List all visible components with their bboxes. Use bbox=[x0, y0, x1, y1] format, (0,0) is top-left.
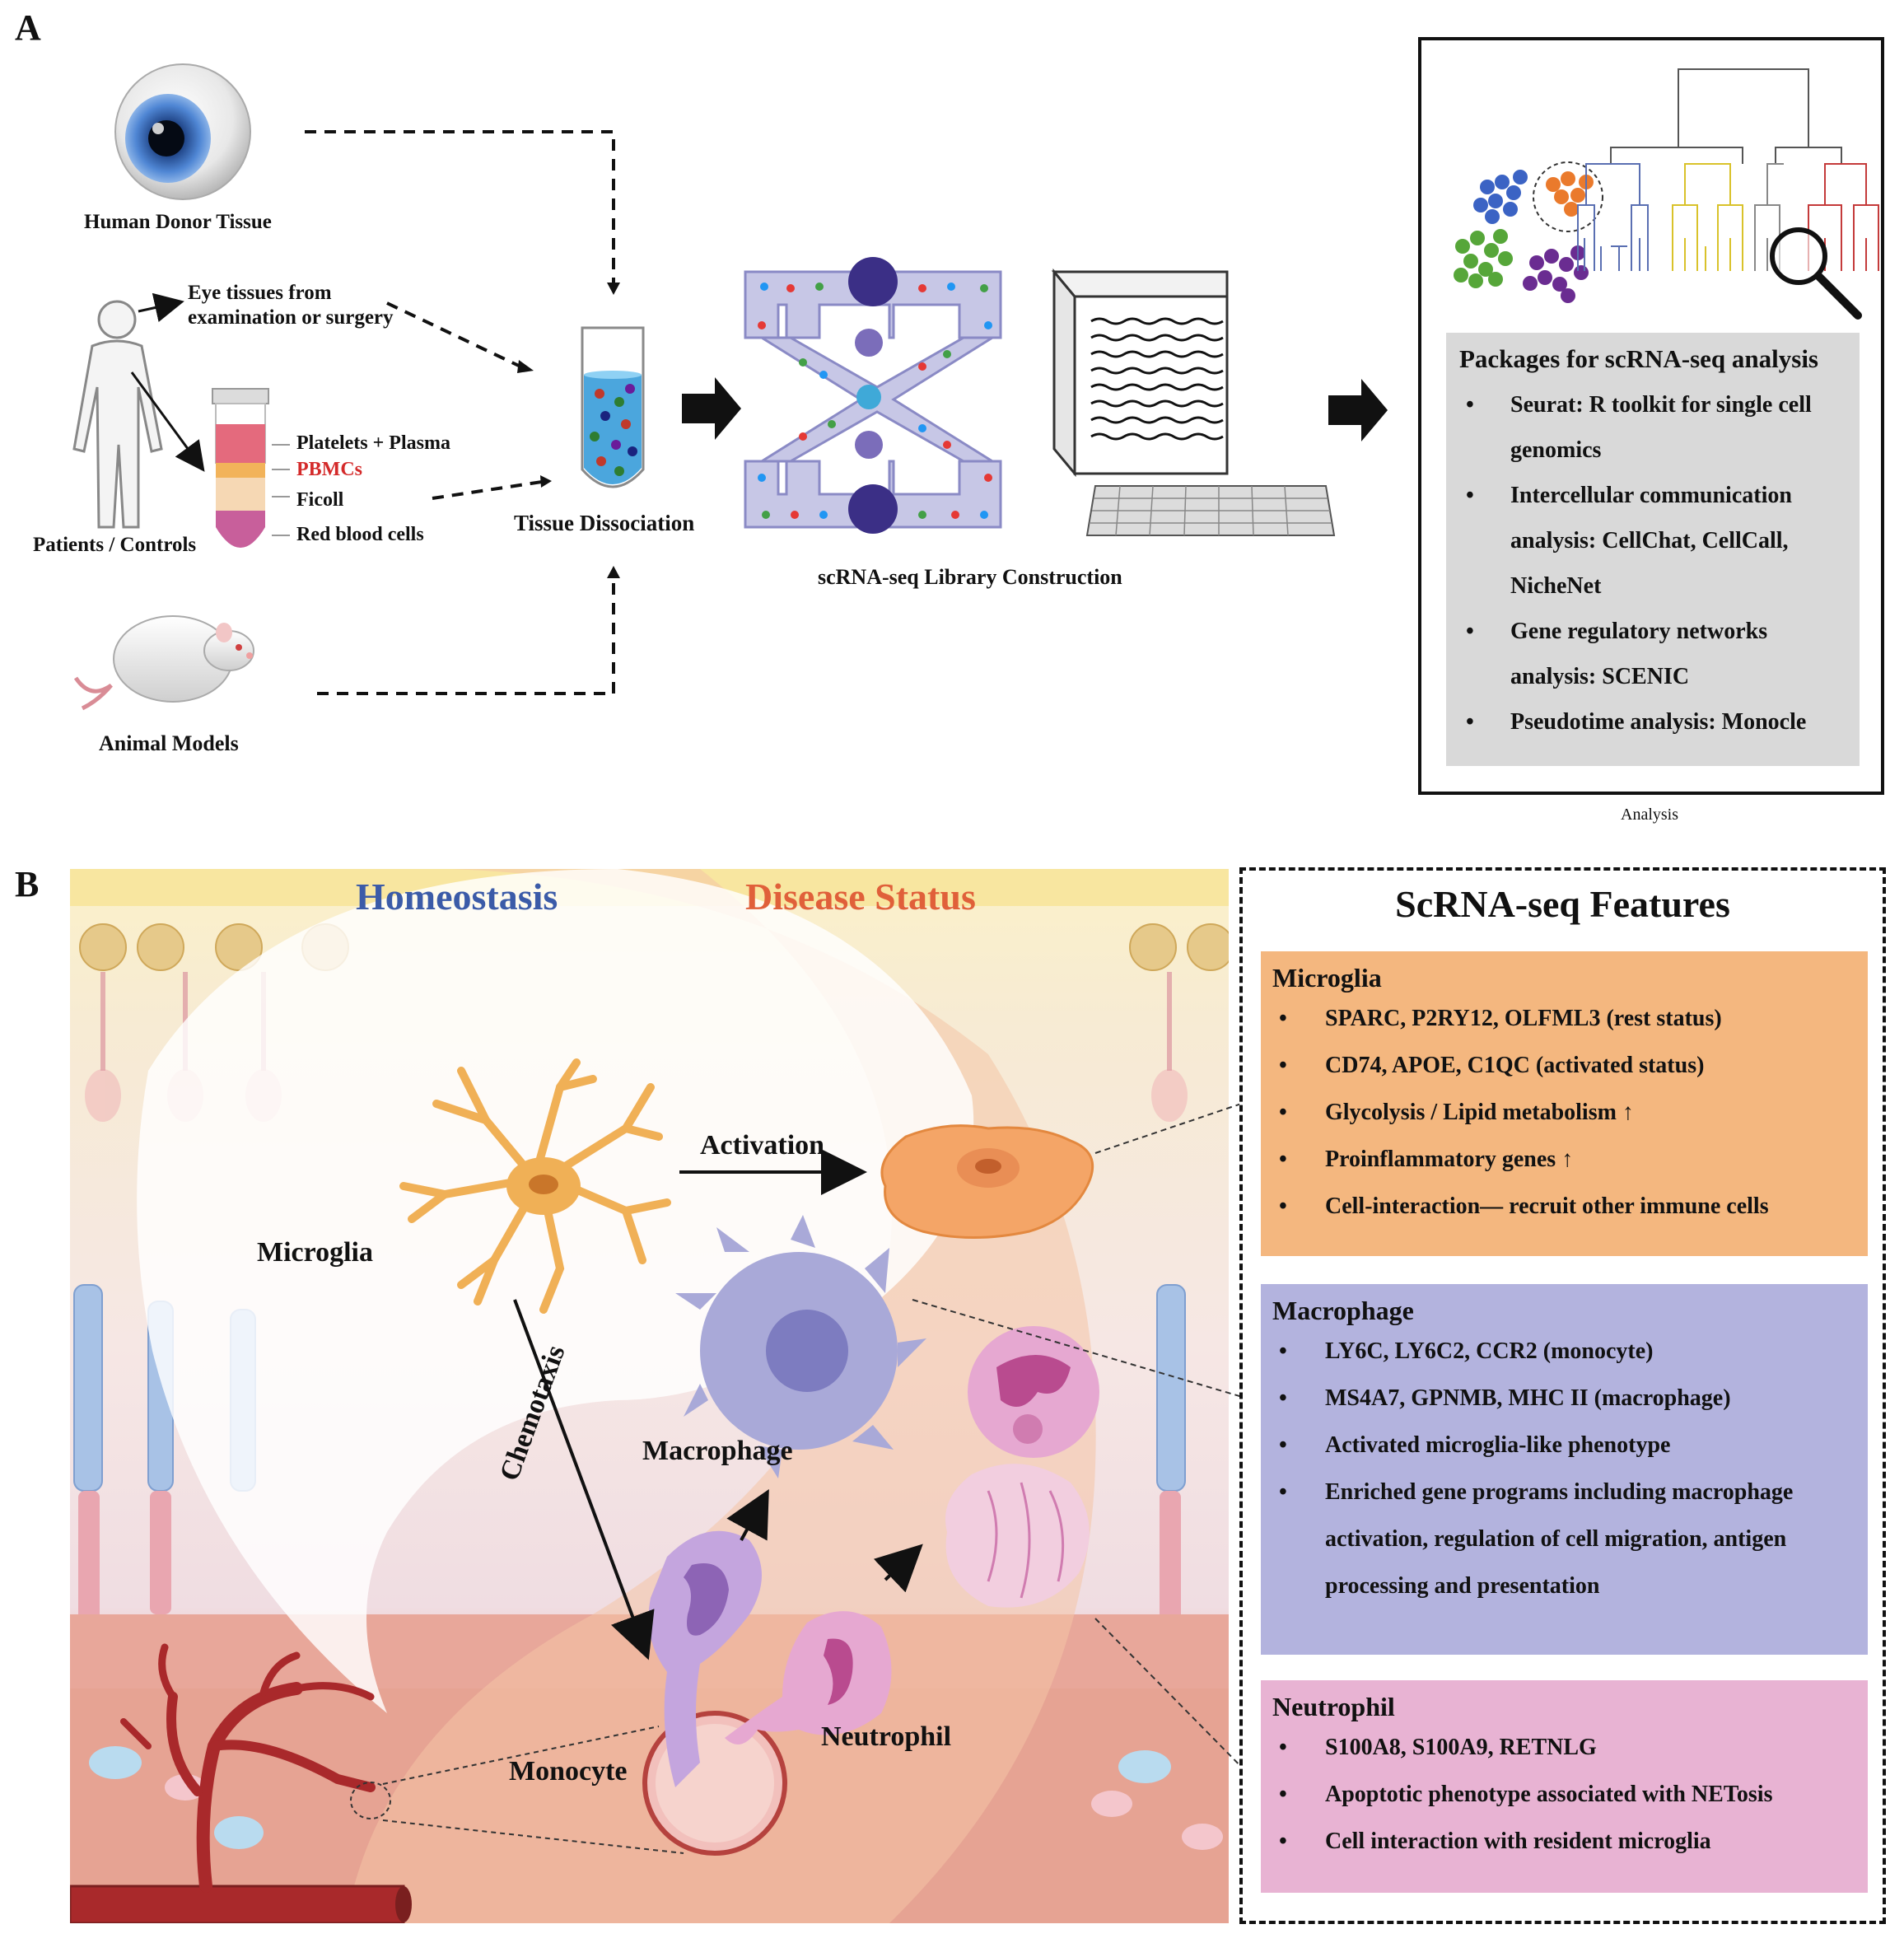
platelets-plasma-label: Platelets + Plasma bbox=[296, 432, 450, 454]
features-box: ScRNA-seq Features Microglia •SPARC, P2R… bbox=[1239, 867, 1886, 1924]
animal-models-label: Animal Models bbox=[99, 731, 239, 755]
cluster-plot bbox=[1454, 161, 1603, 303]
neutrophil-feature-card: Neutrophil •S100A8, S100A9, RETNLG •Apop… bbox=[1261, 1680, 1868, 1893]
analysis-caption: Analysis bbox=[1621, 806, 1678, 824]
monocyte-icon bbox=[648, 1530, 762, 1787]
rat-icon bbox=[73, 615, 254, 711]
magnifier-icon bbox=[1770, 227, 1862, 320]
resting-microglia-icon bbox=[399, 1058, 671, 1314]
feature-item: •Activated microglia-like phenotype bbox=[1279, 1432, 1671, 1458]
pbmcs-label: PBMCs bbox=[296, 459, 362, 480]
red-blood-cells-label: Red blood cells bbox=[296, 524, 424, 545]
package-item: •Seurat: R toolkit for single cell genom… bbox=[1466, 392, 1812, 463]
eyeball-icon bbox=[114, 63, 251, 200]
clustering-dendrogram bbox=[1454, 68, 1879, 320]
panel-b-letter: B bbox=[15, 864, 40, 904]
macrophage-feature-card: Macrophage •LY6C, LY6C2, CCR2 (monocyte)… bbox=[1261, 1284, 1868, 1655]
packages-title: Packages for scRNA-seq analysis bbox=[1459, 344, 1818, 373]
package-item: •Pseudotime analysis: Monocle bbox=[1466, 709, 1807, 735]
microglia-label: Microglia bbox=[257, 1237, 373, 1268]
tissue-dissociation-label: Tissue Dissociation bbox=[514, 511, 695, 535]
feature-item: •Cell interaction with resident microgli… bbox=[1279, 1829, 1711, 1854]
package-item: •Gene regulatory networks analysis: SCEN… bbox=[1466, 619, 1768, 689]
feature-item: •Glycolysis / Lipid metabolism ↑ bbox=[1279, 1100, 1634, 1125]
feature-item: •LY6C, LY6C2, CCR2 (monocyte) bbox=[1279, 1338, 1654, 1364]
feature-item: •Apoptotic phenotype associated with NET… bbox=[1279, 1782, 1773, 1807]
panel-a-letter: A bbox=[15, 7, 41, 48]
feature-item: •Proinflammatory genes ↑ bbox=[1279, 1147, 1574, 1172]
library-construction-label: scRNA-seq Library Construction bbox=[818, 565, 1122, 589]
macrophage-icon bbox=[675, 1215, 926, 1478]
human-donor-label: Human Donor Tissue bbox=[84, 211, 272, 233]
neutrophil-label: Neutrophil bbox=[821, 1721, 952, 1752]
test-tube-icon bbox=[581, 326, 645, 488]
feature-item: •Cell-interaction— recruit other immune … bbox=[1279, 1193, 1769, 1219]
analysis-box: Packages for scRNA-seq analysis •Seurat:… bbox=[1418, 37, 1884, 795]
package-item: •Intercellular communication analysis: C… bbox=[1466, 483, 1792, 599]
eye-tissues-label-2: examination or surgery bbox=[188, 306, 394, 329]
feature-group-title: Microglia bbox=[1272, 963, 1382, 993]
eye-tissues-label-1: Eye tissues from bbox=[188, 282, 332, 304]
activation-label: Activation bbox=[700, 1130, 825, 1161]
feature-group-title: Neutrophil bbox=[1272, 1692, 1395, 1721]
features-title: ScRNA-seq Features bbox=[1395, 883, 1730, 925]
blood-tube-icon bbox=[212, 388, 269, 548]
feature-item: •MS4A7, GPNMB, MHC II (macrophage) bbox=[1279, 1385, 1731, 1411]
panel-a-graphics bbox=[72, 63, 1388, 711]
computer-icon bbox=[1051, 268, 1336, 536]
neutrophil-icon bbox=[725, 1611, 892, 1744]
netosis-neutrophil-icon bbox=[945, 1326, 1099, 1608]
human-silhouette-icon bbox=[72, 300, 163, 529]
packages-box: Packages for scRNA-seq analysis •Seurat:… bbox=[1446, 333, 1860, 766]
homeostasis-label: Homeostasis bbox=[356, 876, 558, 918]
microfluidic-chip-icon bbox=[744, 257, 1002, 534]
ficoll-label: Ficoll bbox=[296, 489, 344, 511]
feature-item: •CD74, APOE, C1QC (activated status) bbox=[1279, 1053, 1705, 1078]
macrophage-label: Macrophage bbox=[642, 1436, 793, 1466]
feature-item: •SPARC, P2RY12, OLFML3 (rest status) bbox=[1279, 1006, 1722, 1031]
feature-item: •S100A8, S100A9, RETNLG bbox=[1279, 1735, 1597, 1760]
feature-item: •Enriched gene programs including macrop… bbox=[1279, 1479, 1794, 1599]
disease-status-label: Disease Status bbox=[745, 876, 976, 918]
patients-label: Patients / Controls bbox=[33, 534, 197, 556]
monocyte-label: Monocyte bbox=[509, 1756, 628, 1787]
microglia-feature-card: Microglia •SPARC, P2RY12, OLFML3 (rest s… bbox=[1261, 951, 1868, 1256]
feature-group-title: Macrophage bbox=[1272, 1296, 1414, 1325]
